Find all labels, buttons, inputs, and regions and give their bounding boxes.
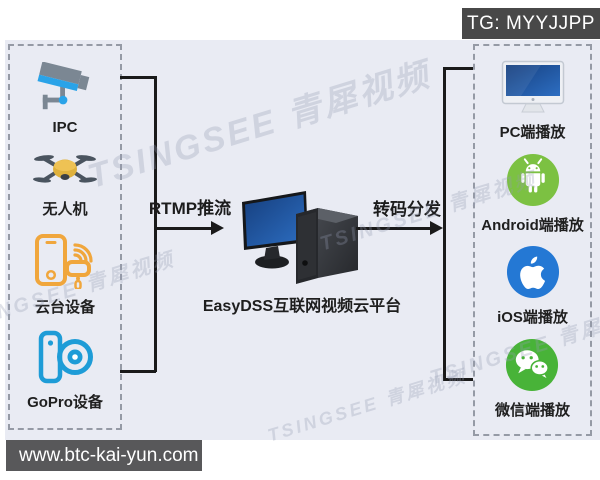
right-bracket-bottom-line [444, 378, 473, 381]
source-item-gimbal: 云台设备 [34, 231, 96, 317]
site-url-label: www.btc-kai-yun.com [19, 444, 199, 466]
source-label: 云台设备 [34, 299, 95, 317]
cctv-camera-icon [37, 62, 90, 110]
distribute-arrow-shaft [356, 227, 432, 230]
gimbal-phone-icon [35, 234, 93, 290]
transcode-distribute-label: 转码分发 [373, 200, 441, 219]
tg-badge: TG: MYYJJPP [462, 8, 600, 39]
sources-group: IPC 无人机 [8, 44, 122, 430]
wechat-icon [506, 338, 559, 391]
player-item-android: Android端播放 [481, 153, 584, 235]
rtmp-push-label: RTMP推流 [148, 199, 232, 218]
player-item-pc: PC端播放 [499, 60, 566, 142]
player-label: PC端播放 [499, 124, 566, 142]
distribute-arrow-head-icon [430, 221, 443, 235]
players-group: PC端播放 Android端播放 [473, 44, 592, 436]
left-bracket-top-line [120, 76, 156, 79]
source-item-ipc: IPC [37, 62, 93, 136]
source-item-drone: 无人机 [33, 149, 97, 219]
left-bracket-vertical-line [154, 76, 157, 372]
right-bracket-vertical-line [443, 67, 446, 381]
source-label: 无人机 [42, 200, 88, 218]
drone-icon [33, 154, 97, 183]
apple-icon [506, 246, 559, 299]
left-bracket-bottom-line [120, 370, 156, 373]
source-label: IPC [52, 119, 78, 137]
player-label: iOS端播放 [497, 309, 568, 327]
player-item-ios: iOS端播放 [497, 245, 568, 327]
site-url-bar: www.btc-kai-yun.com [6, 440, 202, 471]
gopro-camera-icon [38, 330, 93, 383]
player-label: Android端播放 [481, 216, 584, 234]
server-workstation-icon [242, 191, 358, 284]
pc-monitor-icon [501, 61, 564, 113]
player-label: 微信端播放 [494, 401, 570, 419]
server-platform-label: EasyDSS互联网视频云平台 [202, 298, 402, 315]
right-bracket-top-line [444, 67, 473, 70]
rtmp-arrow-head-icon [211, 221, 224, 235]
player-item-wechat: 微信端播放 [495, 338, 570, 420]
android-icon [506, 153, 559, 206]
source-label: GoPro设备 [27, 393, 103, 411]
tg-badge-label: TG: MYYJJPP [467, 12, 595, 34]
rtmp-arrow-shaft [155, 227, 213, 230]
source-item-gopro: GoPro设备 [27, 330, 103, 412]
